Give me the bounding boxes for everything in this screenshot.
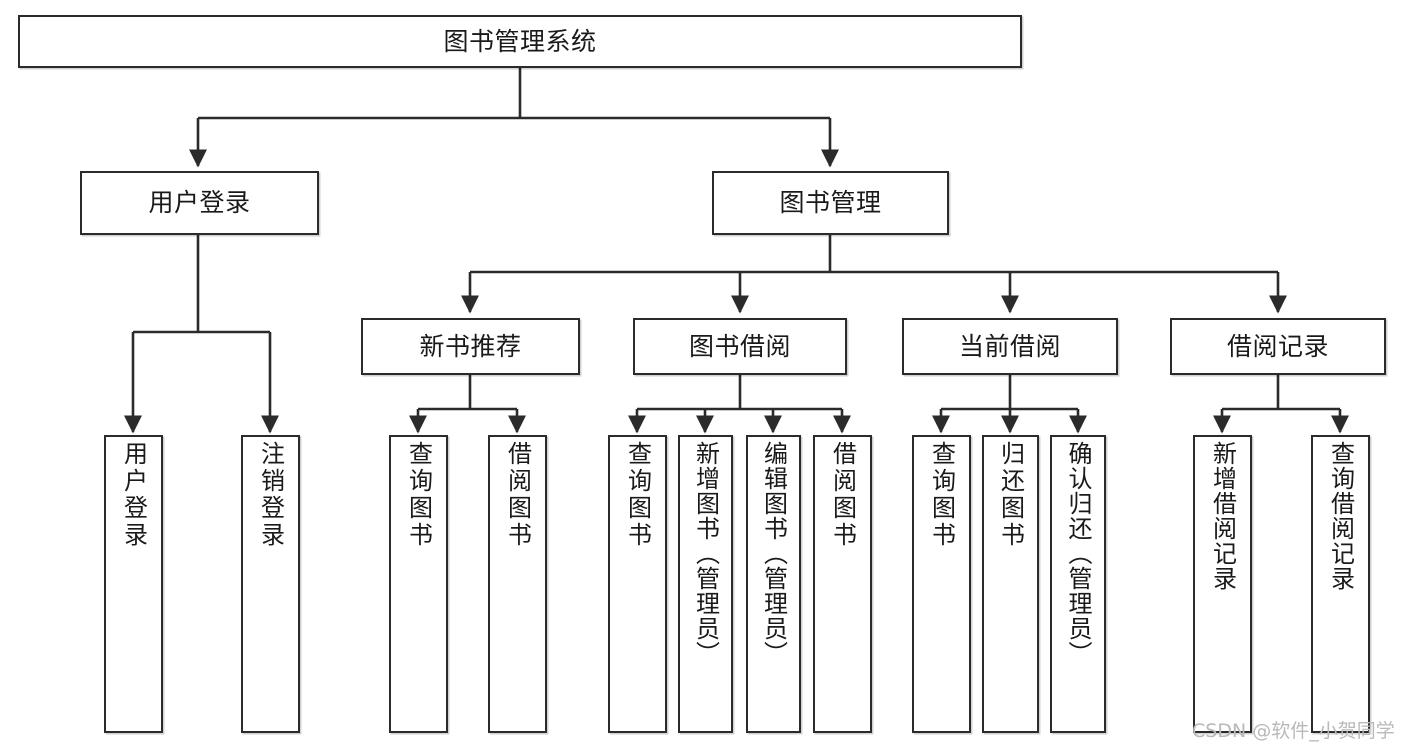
node-root[interactable]: 图书管理系统 (18, 15, 1022, 68)
node-borrow-record[interactable]: 借阅记录 (1170, 318, 1386, 375)
node-leaf-add-record[interactable]: 新增借阅记录 (1193, 435, 1252, 733)
node-user-login[interactable]: 用户登录 (80, 171, 319, 235)
node-book-manage[interactable]: 图书管理 (712, 171, 949, 235)
csdn-watermark: CSDN @软件_小贺同学 (1192, 720, 1395, 742)
node-leaf-add-book[interactable]: 新增图书（管理员） (678, 435, 733, 733)
node-leaf-borrow-book-2[interactable]: 借阅图书 (813, 435, 872, 733)
node-leaf-borrow-book-1-label: 借阅图书 (503, 441, 532, 549)
node-leaf-query-record[interactable]: 查询借阅记录 (1311, 435, 1370, 733)
node-leaf-logout[interactable]: 注销登录 (241, 435, 300, 733)
node-leaf-logout-label: 注销登录 (256, 441, 285, 549)
node-new-book-rec-label: 新书推荐 (419, 331, 522, 361)
node-leaf-borrow-book-2-label: 借阅图书 (828, 441, 857, 549)
node-root-label: 图书管理系统 (443, 26, 597, 56)
node-leaf-query-book-3[interactable]: 查询图书 (912, 435, 971, 733)
node-leaf-user-login[interactable]: 用户登录 (104, 435, 163, 733)
node-leaf-query-book-1[interactable]: 查询图书 (389, 435, 448, 733)
node-leaf-query-book-2[interactable]: 查询图书 (608, 435, 667, 733)
node-book-borrow[interactable]: 图书借阅 (633, 318, 847, 375)
node-leaf-query-book-1-label: 查询图书 (404, 441, 433, 549)
node-current-borrow-label: 当前借阅 (958, 331, 1061, 361)
node-leaf-edit-book-label: 编辑图书（管理员） (759, 441, 788, 666)
node-leaf-edit-book[interactable]: 编辑图书（管理员） (746, 435, 801, 733)
node-leaf-add-record-label: 新增借阅记录 (1208, 441, 1237, 591)
node-current-borrow[interactable]: 当前借阅 (902, 318, 1118, 375)
node-new-book-rec[interactable]: 新书推荐 (361, 318, 580, 375)
node-leaf-add-book-label: 新增图书（管理员） (691, 441, 720, 666)
node-book-borrow-label: 图书借阅 (688, 331, 791, 361)
node-leaf-confirm-return[interactable]: 确认归还（管理员） (1050, 435, 1106, 733)
node-leaf-query-record-label: 查询借阅记录 (1326, 441, 1355, 591)
node-leaf-confirm-return-label: 确认归还（管理员） (1064, 441, 1092, 666)
node-leaf-query-book-2-label: 查询图书 (623, 441, 652, 549)
node-leaf-return-book-label: 归还图书 (996, 441, 1025, 549)
node-borrow-record-label: 借阅记录 (1226, 331, 1329, 361)
node-user-login-label: 用户登录 (148, 188, 251, 217)
node-leaf-return-book[interactable]: 归还图书 (982, 435, 1039, 733)
node-book-manage-label: 图书管理 (779, 188, 882, 217)
node-leaf-query-book-3-label: 查询图书 (927, 441, 956, 549)
node-leaf-user-login-label: 用户登录 (119, 441, 148, 549)
node-leaf-borrow-book-1[interactable]: 借阅图书 (488, 435, 547, 733)
